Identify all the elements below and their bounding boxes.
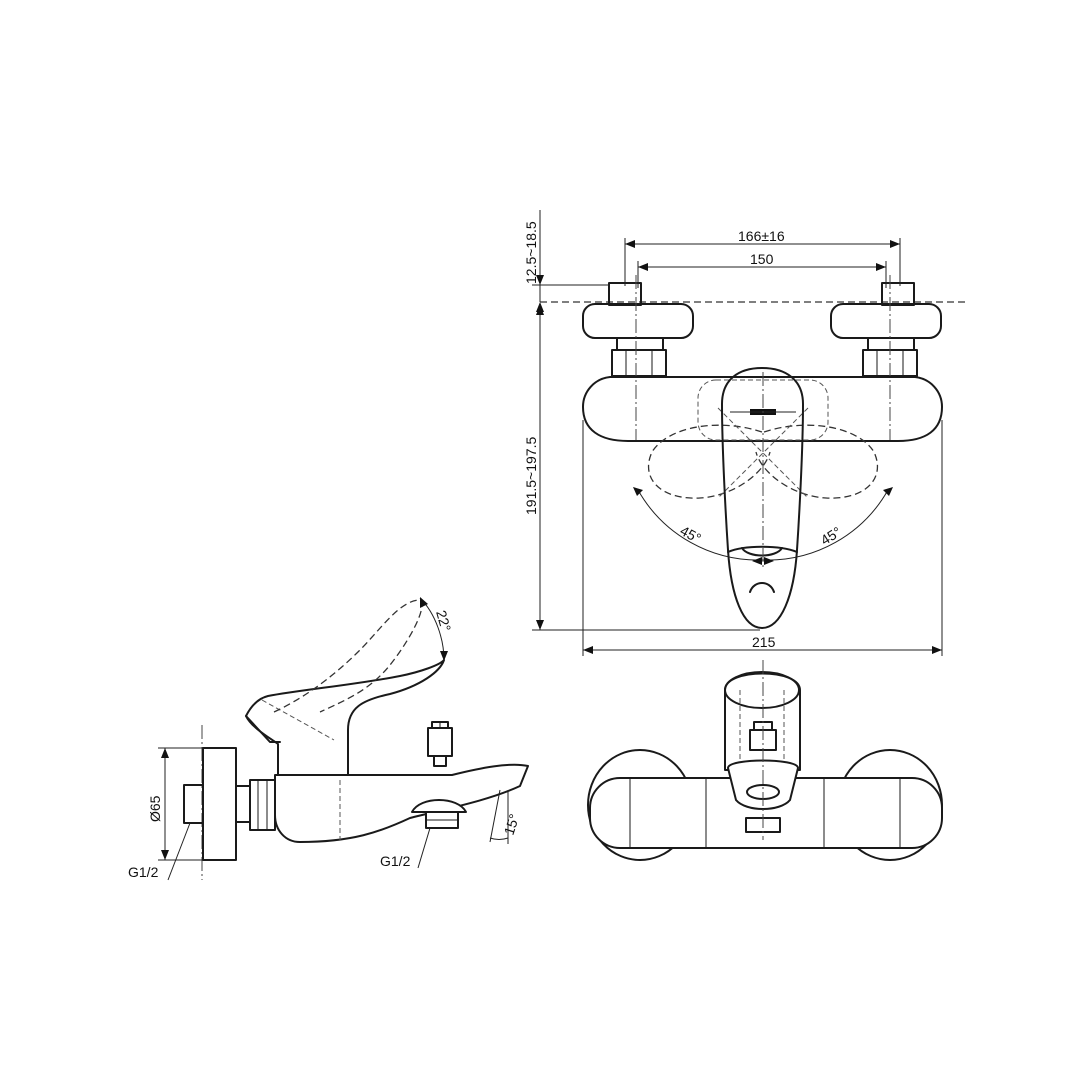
dim-wall-offset: 12.5~18.5	[523, 210, 610, 312]
spout-angle: 15°	[501, 812, 523, 837]
wall-thread-label: G1/2	[128, 864, 159, 880]
front-view: 45° 45° 166±16 150 12.5~18.5	[523, 210, 968, 656]
left-inlet	[582, 282, 694, 377]
top-view	[587, 660, 943, 861]
handle-rotated-right	[755, 424, 879, 499]
handle-rotated-left	[647, 424, 771, 499]
rotation-arc	[637, 489, 764, 561]
body-hidden-outline	[697, 379, 829, 441]
svg-text:12.5~18.5: 12.5~18.5	[523, 221, 539, 284]
outlet-thread-leader	[417, 827, 431, 869]
side-lever	[245, 659, 445, 776]
svg-text:191.5~197.5: 191.5~197.5	[523, 437, 539, 515]
side-body	[274, 763, 529, 843]
svg-text:215: 215	[752, 634, 776, 650]
svg-text:150: 150	[750, 251, 774, 267]
handle-tilt-angle: 22°	[433, 608, 454, 633]
right-inlet	[830, 282, 942, 377]
right-rotation-angle: 45°	[818, 523, 844, 548]
wall-thread-leader	[167, 822, 191, 881]
lever-handle	[721, 367, 804, 629]
dim-height: 191.5~197.5	[523, 305, 760, 631]
left-rotation-angle: 45°	[678, 522, 704, 546]
dim-overall-width: 215	[582, 420, 943, 656]
dim-center-distance: 166±16	[624, 228, 901, 286]
dim-flange-diameter: Ø65	[147, 747, 203, 861]
wall-flange	[202, 747, 237, 861]
side-view: 22° 15° Ø65 G1/2 G1/2	[128, 597, 529, 881]
svg-text:Ø65: Ø65	[147, 795, 163, 822]
dim-nominal-distance: 150	[637, 251, 887, 288]
handle-tilted-ghost	[273, 599, 423, 713]
outlet-thread-label: G1/2	[380, 853, 411, 869]
svg-text:166±16: 166±16	[738, 228, 785, 244]
mixer-body	[581, 376, 944, 442]
